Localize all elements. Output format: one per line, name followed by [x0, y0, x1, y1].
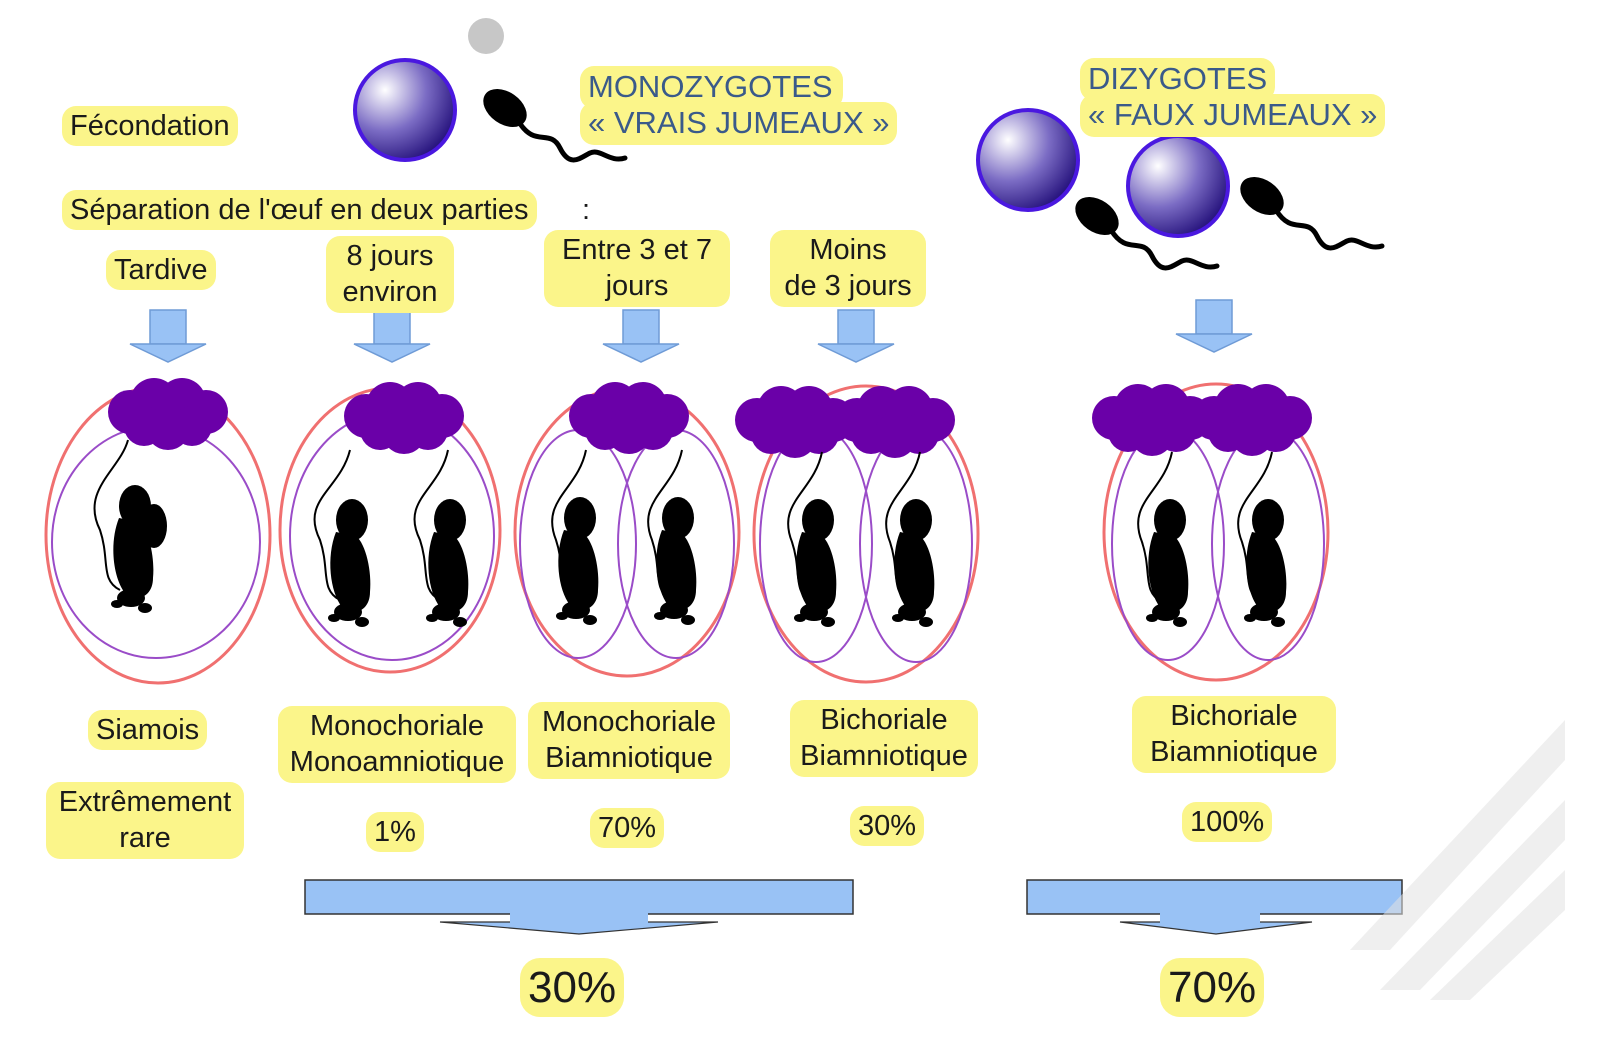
decorative-stripes: [1350, 720, 1565, 1000]
di-title-line1: DIZYGOTES: [1080, 58, 1276, 101]
arrow-down-3: [602, 309, 680, 363]
fecondation-label: Fécondation: [62, 106, 238, 147]
freq-bi-bi-di: 100%: [1182, 802, 1273, 843]
cursor-dot: [468, 18, 504, 54]
freq-mono-mono: 1%: [366, 812, 424, 853]
egg-cell: [353, 58, 457, 162]
separation-label: Séparation de l'œuf en deux parties: [62, 190, 537, 231]
separation-colon: :: [582, 194, 591, 226]
timing-tardive: Tardive: [106, 250, 216, 291]
sac-bi-bi-mono: [735, 384, 980, 684]
arrow-down-4: [817, 309, 895, 363]
sac-mono-mono: [278, 382, 502, 674]
sperm-cell-2: [1233, 169, 1382, 248]
total-dizygotes: 70%: [1160, 958, 1265, 1017]
arrow-down-2: [353, 309, 431, 363]
mono-title-line2: « VRAIS JUMEAUX »: [580, 102, 898, 145]
egg-cell-2: [1126, 134, 1230, 238]
type-siamois: Siamois: [88, 710, 208, 751]
arrow-down-1: [129, 309, 207, 363]
arrow-down-5: [1175, 299, 1253, 353]
sac-bi-bi-di: [1092, 382, 1330, 682]
egg-cell-1: [976, 108, 1080, 212]
bracket-arrow-mono: [304, 879, 854, 935]
total-monozygotes: 30%: [520, 958, 625, 1017]
sac-siamois: [44, 378, 272, 685]
sac-mono-bi: [513, 382, 741, 678]
freq-mono-bi: 70%: [590, 808, 665, 849]
mono-title-line1: MONOZYGOTES: [580, 66, 843, 109]
bracket-arrow-di: [1026, 879, 1403, 935]
freq-bi-bi-mono: 30%: [850, 806, 925, 847]
di-title-line2: « FAUX JUMEAUX »: [1080, 94, 1386, 137]
